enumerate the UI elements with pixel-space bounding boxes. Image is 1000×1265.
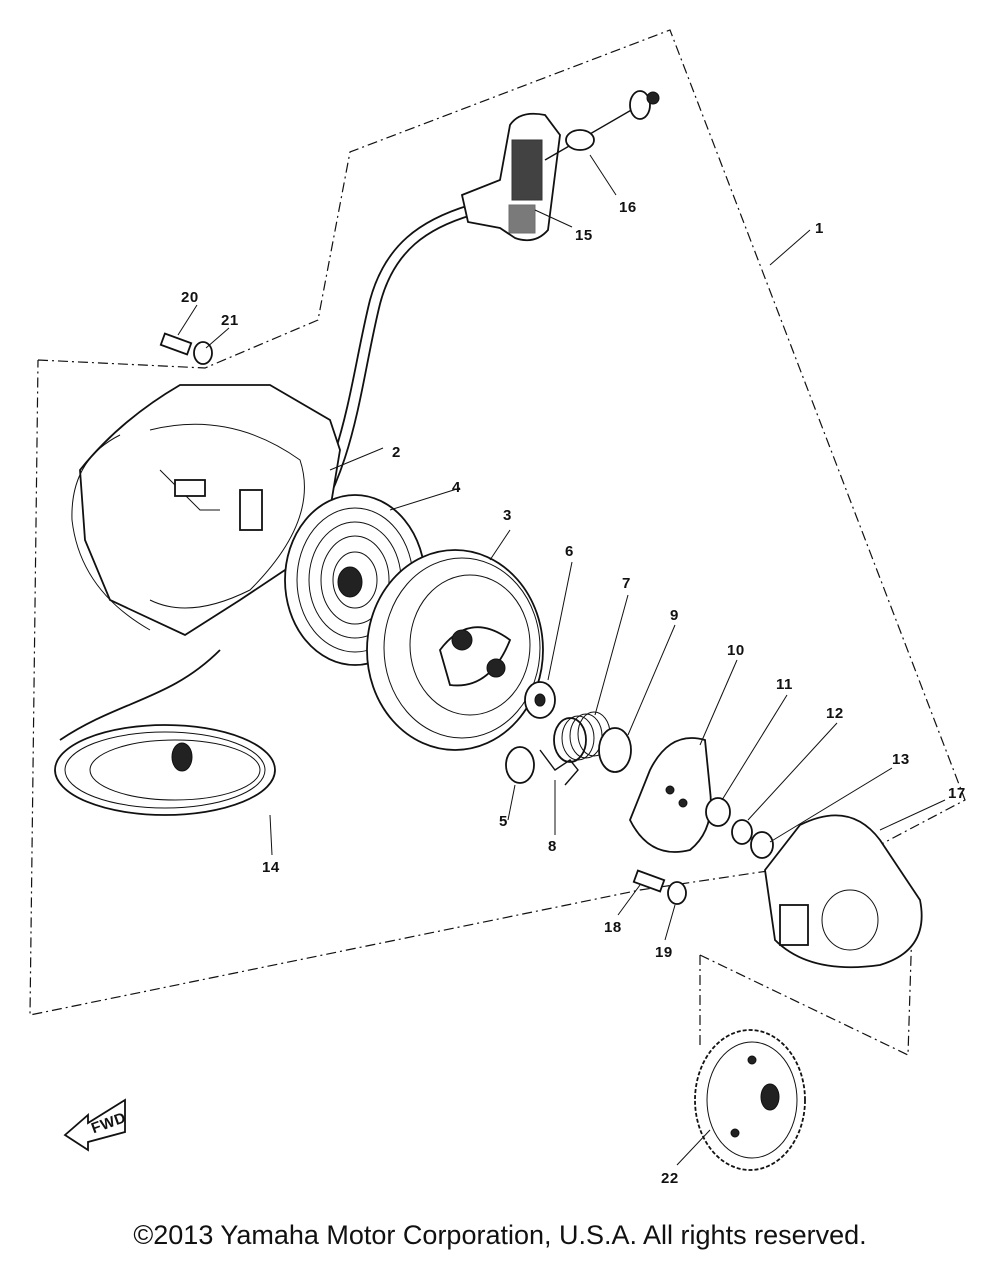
sheave-drum [366, 549, 544, 751]
callout-1: 1 [815, 220, 824, 237]
pawl-spring-8 [539, 749, 579, 786]
fwd-arrow-icon: FWD [63, 1098, 128, 1152]
washer-11 [705, 797, 731, 827]
callout-8: 8 [548, 838, 557, 855]
callout-2: 2 [392, 444, 401, 461]
circlip-9 [598, 727, 632, 773]
callout-15: 15 [575, 227, 593, 244]
bolt-18 [632, 869, 666, 893]
callout-18: 18 [604, 919, 622, 936]
callout-17: 17 [948, 785, 966, 802]
exploded-parts-diagram: FWD 1 2 3 4 5 6 7 8 9 10 11 12 13 14 15 … [29, 29, 966, 1187]
callout-9: 9 [670, 607, 679, 624]
callout-3: 3 [503, 507, 512, 524]
callout-10: 10 [727, 642, 745, 659]
callout-16: 16 [619, 199, 637, 216]
washer-19 [667, 881, 687, 905]
callout-4: 4 [452, 479, 461, 496]
callout-13: 13 [892, 751, 910, 768]
copyright-notice: ©2013 Yamaha Motor Corporation, U.S.A. A… [133, 1220, 867, 1250]
callout-19: 19 [655, 944, 673, 961]
friction-plate [629, 737, 712, 853]
washer-6 [524, 681, 556, 719]
callout-12: 12 [826, 705, 844, 722]
callout-14: 14 [262, 859, 280, 876]
starter-gear [694, 1029, 806, 1171]
spring-7 [553, 711, 611, 763]
washer-21 [193, 341, 213, 365]
starter-handle [289, 90, 660, 546]
callout-22: 22 [661, 1170, 679, 1187]
assembly-boundary [29, 29, 966, 1016]
drive-pawl [505, 746, 535, 784]
callout-21: 21 [221, 312, 239, 329]
starter-case [71, 384, 341, 637]
callout-7: 7 [622, 575, 631, 592]
drive-hub [764, 814, 923, 969]
starter-rope [54, 649, 276, 816]
callout-6: 6 [565, 543, 574, 560]
bolt-20 [159, 332, 193, 356]
callout-5: 5 [499, 813, 508, 830]
nut-13 [750, 831, 774, 859]
washer-12 [731, 819, 753, 845]
callout-20: 20 [181, 289, 199, 306]
callout-11: 11 [776, 676, 793, 693]
leader-lines [177, 154, 946, 1166]
